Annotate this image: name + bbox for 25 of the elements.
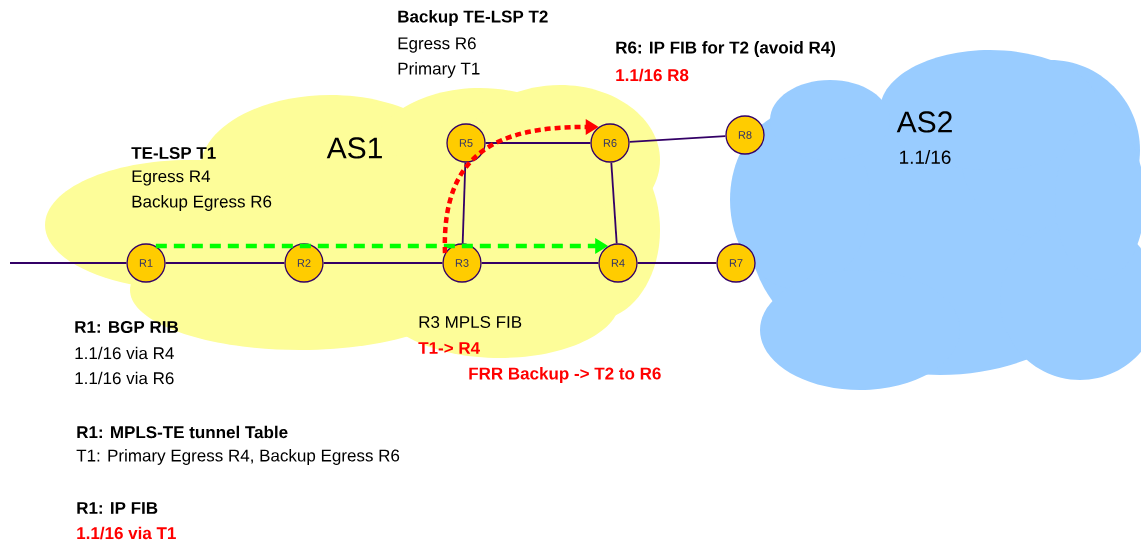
label-text: TE-LSP T1 (131, 147, 216, 159)
label-text: Egress R4 (132, 170, 211, 186)
link-line (480, 262, 600, 264)
label-text: Backup TE-LSP T2 (398, 10, 548, 26)
label-text: R1: BGP RIB (75, 320, 178, 333)
label-text: R1: IP FIB (77, 502, 158, 514)
label-text: Backup Egress R6 (132, 195, 272, 211)
label-text: Primary T1 (398, 62, 480, 78)
link-line (322, 262, 444, 264)
link-line (610, 161, 618, 245)
label-text: FRR Backup -> T2 to R6 (469, 367, 661, 383)
label-text: 1.1/16 via T1 (77, 526, 176, 540)
link-line (628, 135, 727, 143)
label-text: R1: MPLS-TE tunnel Table (77, 425, 288, 439)
label-text: 1.1/16 R8 (616, 68, 689, 82)
link-line (164, 262, 286, 264)
link-line (484, 142, 592, 144)
link-line (461, 161, 467, 245)
label-text: 1.1/16 via R6 (75, 371, 174, 385)
label-text: T1-> R4 (418, 342, 480, 354)
label-text: Egress R6 (398, 37, 476, 53)
link-line (9, 262, 128, 264)
label-text: 1.1/16 via R4 (75, 346, 174, 360)
label-text: T1: Primary Egress R4, Backup Egress R6 (76, 449, 400, 465)
label-text: R3 MPLS FIB (419, 315, 522, 328)
